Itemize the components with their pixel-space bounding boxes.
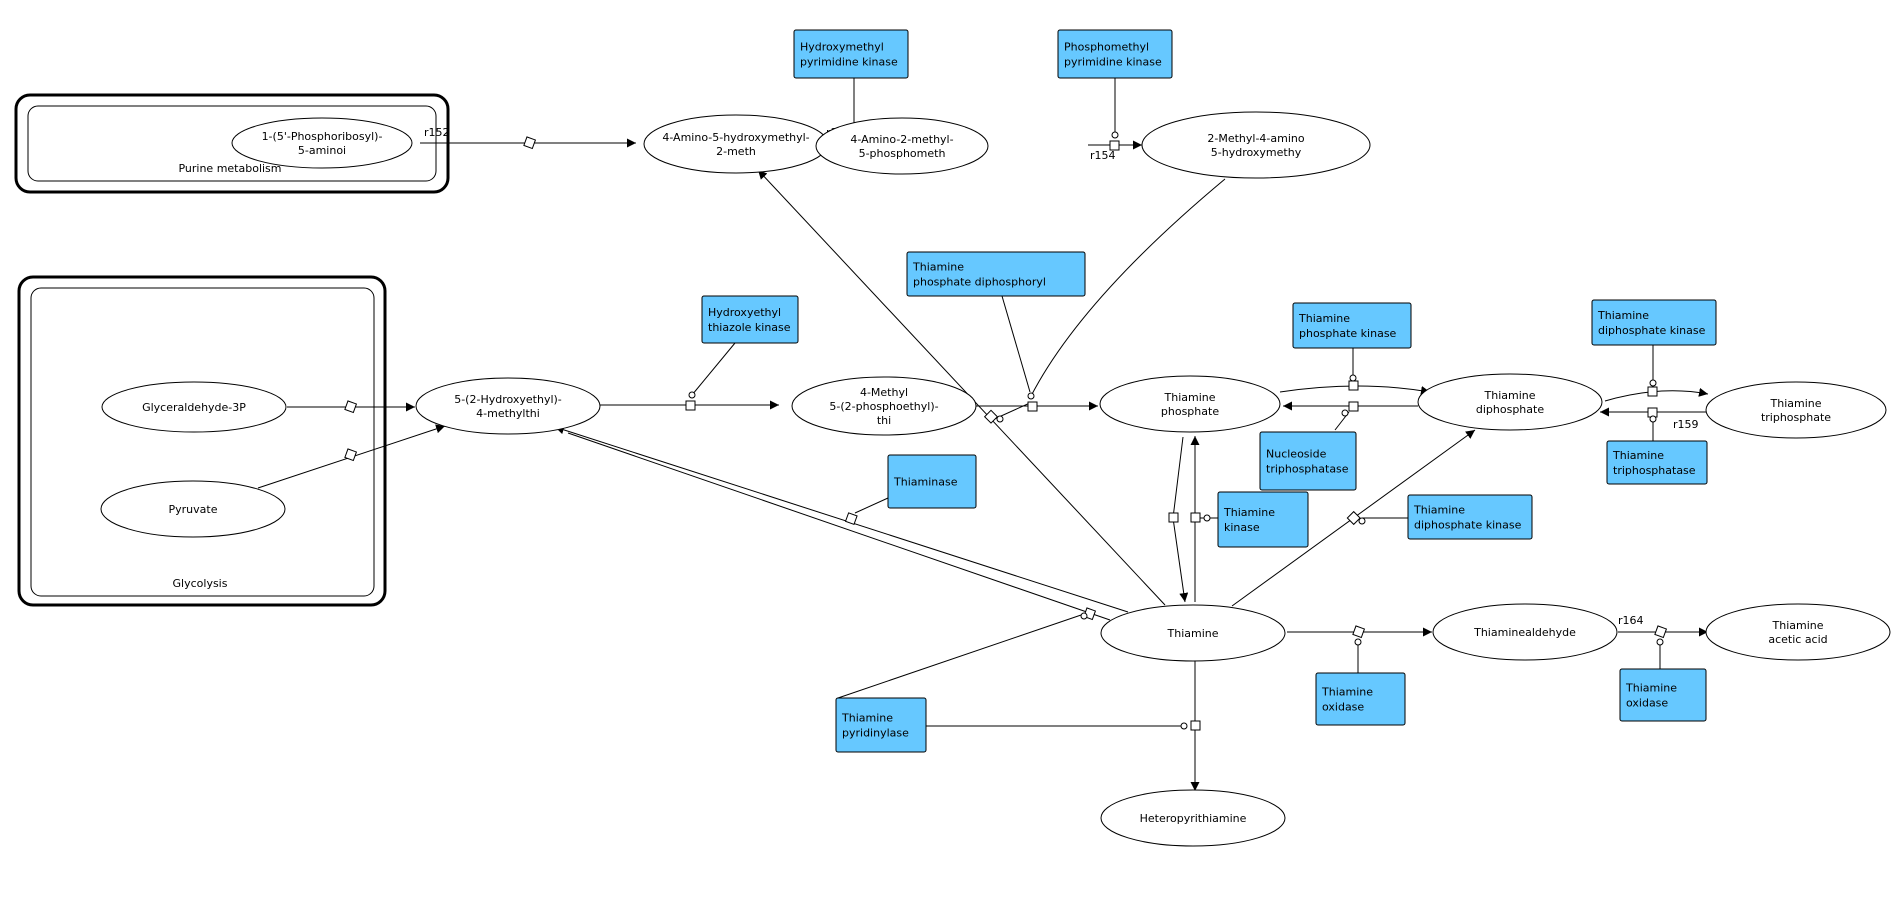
metabolite-label: 5-(2-phosphoethyl)- — [829, 400, 938, 413]
metabolite-label: acetic acid — [1768, 633, 1827, 646]
enzyme-label: Hydroxyethyl — [708, 306, 781, 319]
reaction-label-r164: r164 — [1618, 614, 1644, 627]
metabolite-node-g3p[interactable]: Glyceraldehyde-3P — [101, 381, 287, 433]
enzyme-label: Thiamine — [1298, 312, 1350, 325]
enzyme-label: Hydroxymethyl — [800, 41, 884, 54]
metabolite-node-het[interactable]: Heteropyrithiamine — [1100, 789, 1286, 847]
metabolite-label: triphosphate — [1761, 411, 1831, 424]
metabolite-label: Thiamine — [1772, 619, 1824, 632]
enzyme-label: phosphate diphosphoryl — [913, 276, 1046, 289]
enzyme-label: pyridinylase — [842, 727, 909, 740]
metabolite-label: Thiaminealdehyde — [1473, 626, 1576, 639]
metabolite-label: 5-(2-Hydroxyethyl)- — [454, 393, 562, 406]
enzyme-label: Thiamine — [1321, 686, 1373, 699]
enzyme-label: diphosphate kinase — [1414, 519, 1522, 532]
metabolite-label: thi — [877, 414, 891, 427]
reaction-edges — [257, 78, 1709, 791]
enzyme-box-e_tdk2[interactable]: Thiamine diphosphate kinase — [1407, 494, 1533, 540]
metabolite-label: Pyruvate — [169, 503, 218, 516]
metabolite-label: Thiamine — [1164, 391, 1216, 404]
compartment-glycolysis: Glycolysis — [17, 275, 387, 607]
enzyme-box-e_tdk1[interactable]: Thiamine diphosphate kinase — [1591, 299, 1717, 346]
enzyme-label: Thiamine — [1612, 449, 1664, 462]
enzyme-label: Thiamine — [1597, 309, 1649, 322]
metabolite-node-ahm[interactable]: 4-Amino-5-hydroxymethyl-2-meth — [643, 114, 829, 174]
enzyme-label: oxidase — [1322, 701, 1364, 714]
enzyme-label: triphosphatase — [1613, 464, 1696, 477]
enzyme-label: triphosphatase — [1266, 463, 1349, 476]
enzyme-label: pyrimidine kinase — [800, 56, 898, 69]
metabolite-label: 2-meth — [716, 145, 756, 158]
enzyme-box-e_to1[interactable]: Thiamine oxidase — [1315, 672, 1406, 726]
metabolite-node-prib[interactable]: 1-(5'-Phosphoribosyl)-5-aminoi — [231, 117, 413, 169]
compartment-label: Purine metabolism — [178, 162, 281, 175]
reaction-label-r152: r152 — [424, 126, 450, 139]
enzyme-label: pyrimidine kinase — [1064, 56, 1162, 69]
metabolite-label: 4-Amino-5-hydroxymethyl- — [662, 131, 809, 144]
metabolite-label: Heteropyrithiamine — [1140, 812, 1247, 825]
metabolite-label: 2-Methyl-4-amino — [1207, 132, 1304, 145]
enzyme-label: Thiamine — [912, 261, 964, 274]
metabolite-label: 4-methylthi — [476, 407, 540, 420]
reaction-label-r154: r154 — [1090, 149, 1116, 162]
enzyme-box-e_ntp[interactable]: Nucleoside triphosphatase — [1259, 431, 1357, 491]
enzyme-label: Thiamine — [1413, 504, 1465, 517]
enzyme-label: Nucleoside — [1266, 448, 1327, 461]
enzyme-box-e_pmpk[interactable]: Phosphomethyl pyrimidine kinase — [1057, 29, 1173, 79]
enzyme-box-e_tpd[interactable]: Thiamine phosphate diphosphoryl — [906, 251, 1086, 297]
metabolite-label: 5-aminoi — [298, 144, 346, 157]
reaction-label-r159: r159 — [1673, 418, 1699, 431]
enzyme-label: oxidase — [1626, 697, 1668, 710]
metabolite-label: Thiamine — [1484, 389, 1536, 402]
metabolite-node-pyr[interactable]: Pyruvate — [100, 480, 286, 538]
enzyme-label: thiazole kinase — [708, 321, 791, 334]
enzyme-box-e_htk[interactable]: Hydroxyethyl thiazole kinase — [701, 295, 799, 344]
enzyme-label: phosphate kinase — [1299, 327, 1397, 340]
metabolite-label: Thiamine — [1167, 627, 1219, 640]
enzyme-label: Thiamine — [1625, 682, 1677, 695]
compartment-label: Glycolysis — [173, 577, 228, 590]
enzyme-label: Phosphomethyl — [1064, 41, 1149, 54]
metabolite-label: diphosphate — [1476, 403, 1544, 416]
enzyme-box-e_tpk[interactable]: Thiamine phosphate kinase — [1292, 302, 1412, 349]
enzyme-box-e_tpyr[interactable]: Thiamine pyridinylase — [835, 697, 927, 753]
enzyme-label: kinase — [1224, 521, 1260, 534]
enzyme-label: diphosphate kinase — [1598, 324, 1706, 337]
metabolite-label: Glyceraldehyde-3P — [142, 401, 246, 414]
enzyme-label: Thiaminase — [893, 476, 958, 489]
enzyme-label: Thiamine — [841, 712, 893, 725]
enzyme-box-e_to2[interactable]: Thiamine oxidase — [1619, 668, 1707, 722]
metabolite-node-hmt[interactable]: 5-(2-Hydroxyethyl)-4-methylthi — [415, 377, 601, 435]
metabolite-nodes: 1-(5'-Phosphoribosyl)-5-aminoi 4-Amino-5-… — [100, 111, 1891, 847]
metabolite-label: Thiamine — [1770, 397, 1822, 410]
enzyme-box-e_thiaminase[interactable]: Thiaminase — [887, 454, 977, 509]
enzyme-box-e_hmpk[interactable]: Hydroxymethyl pyrimidine kinase — [793, 29, 909, 79]
metabolite-label: 4-Methyl — [860, 386, 908, 399]
metabolite-label: 4-Amino-2-methyl- — [850, 133, 953, 146]
reaction-glyphs — [344, 131, 1668, 731]
enzyme-label: Thiamine — [1223, 506, 1275, 519]
metabolite-node-tald[interactable]: Thiaminealdehyde — [1432, 603, 1618, 661]
metabolite-label: 1-(5'-Phosphoribosyl)- — [262, 130, 383, 143]
enzyme-box-e_ttpase[interactable]: Thiamine triphosphatase — [1606, 440, 1708, 485]
metabolite-label: 5-phosphometh — [859, 147, 946, 160]
metabolite-node-thi[interactable]: Thiamine — [1100, 604, 1286, 662]
enzyme-box-e_tk[interactable]: Thiamine kinase — [1217, 491, 1309, 548]
metabolite-label: phosphate — [1161, 405, 1219, 418]
metabolite-label: 5-hydroxymethy — [1211, 146, 1302, 159]
metabolite-node-amp[interactable]: 4-Amino-2-methyl-5-phosphometh — [815, 117, 989, 175]
